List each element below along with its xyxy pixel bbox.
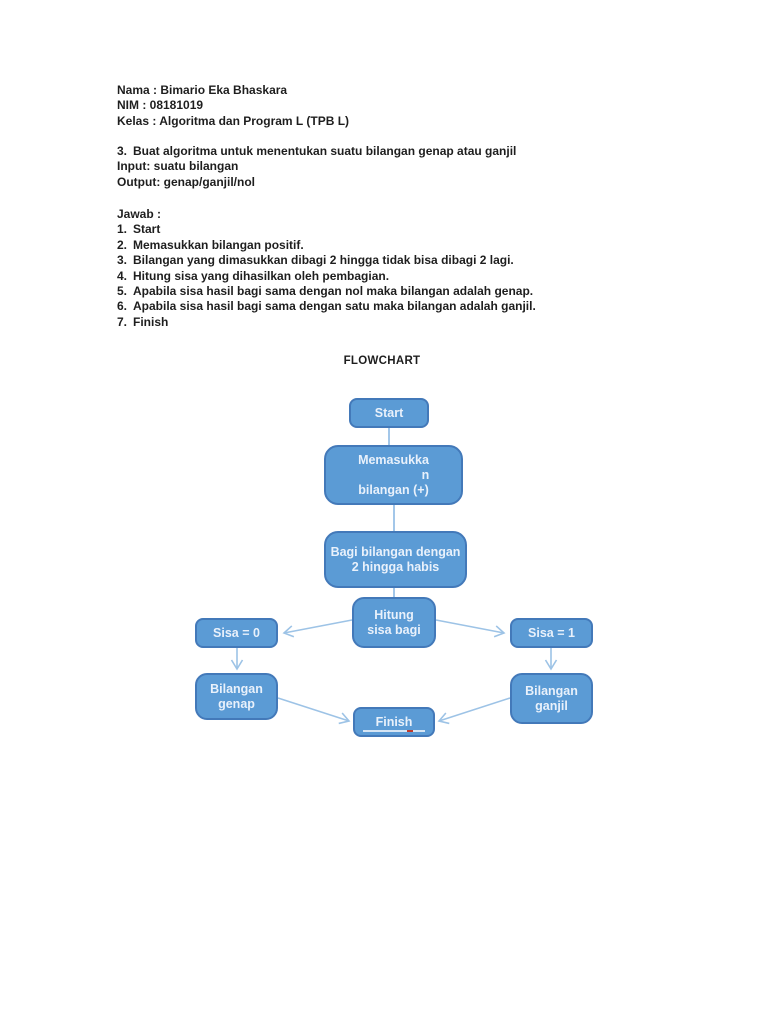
node-label-line: sisa bagi: [367, 622, 421, 637]
problem-number: 3.: [117, 144, 128, 158]
answer-item: 4. Hitung sisa yang dihasilkan oleh pemb…: [117, 269, 536, 284]
answer-item-number: 7.: [117, 314, 128, 329]
node-label-line: ganjil: [535, 698, 568, 713]
student-class-line: Kelas : Algoritma dan Program L (TPB L): [117, 113, 350, 128]
flowchart-node-genap: Bilangan genap: [195, 673, 278, 720]
problem-output-line: Output: genap/ganjil/nol: [117, 174, 255, 189]
answer-item-text: Hitung sisa yang dihasilkan oleh pembagi…: [133, 268, 390, 283]
arrow-remainder-to-sisa1: [435, 619, 506, 638]
flowchart-node-input: Memasukka n bilangan (+): [324, 445, 463, 505]
answer-label: Jawab :: [117, 207, 162, 221]
flowchart-node-sisa1: Sisa = 1: [510, 618, 593, 648]
answer-item-number: 1.: [117, 222, 128, 237]
answer-item-number: 4.: [117, 268, 128, 283]
answer-item-text: Start: [133, 222, 161, 237]
flowchart-node-sisa0: Sisa = 0: [195, 618, 278, 648]
flowchart-node-remainder: Hitung sisa bagi: [352, 597, 436, 648]
flowchart-node-start: Start: [349, 398, 429, 428]
student-nim-line: NIM : 08181019: [117, 98, 204, 113]
node-label-line: genap: [218, 696, 255, 711]
answer-item: 1. Start: [117, 222, 536, 237]
answer-item-number: 2.: [117, 237, 128, 252]
answer-item: 6. Apabila sisa hasil bagi sama dengan s…: [117, 299, 536, 314]
answer-item: 7. Finish: [117, 315, 536, 330]
node-label-line: Hitung: [374, 607, 414, 622]
flowchart-node-finish: Finish: [353, 707, 435, 737]
student-name-line: Nama : Bimario Eka Bhaskara: [117, 83, 288, 97]
node-label-line: n: [421, 467, 430, 482]
answer-item-text: Finish: [133, 314, 169, 329]
answer-item-number: 6.: [117, 299, 128, 314]
node-label: Sisa = 0: [213, 625, 260, 640]
arrow-genap-to-finish: [277, 697, 351, 725]
problem-input-line: Input: suatu bilangan: [117, 159, 239, 174]
node-label-line: Bagi bilangan dengan: [330, 544, 461, 559]
problem-title-row: 3. Buat algoritma untuk menentukan suatu…: [117, 144, 516, 159]
finish-underline: [363, 730, 425, 732]
node-label-line: Bilangan: [210, 681, 263, 696]
node-label-line: 2 hingga habis: [351, 559, 440, 574]
problem-title: Buat algoritma untuk menentukan suatu bi…: [133, 144, 517, 158]
answer-item-number: 3.: [117, 253, 128, 268]
arrow-ganjil-to-finish: [437, 697, 511, 725]
answer-item-text: Memasukkan bilangan positif.: [133, 237, 304, 252]
answer-item-text: Apabila sisa hasil bagi sama dengan nol …: [133, 284, 534, 299]
student-info: Nama : Bimario Eka Bhaskara NIM : 081810…: [117, 83, 349, 129]
answer-item: 3. Bilangan yang dimasukkan dibagi 2 hin…: [117, 253, 536, 268]
node-label: Finish: [375, 714, 413, 729]
node-label-line: Memasukka: [358, 452, 429, 467]
flowchart-node-ganjil: Bilangan ganjil: [510, 673, 593, 724]
answer-item-number: 5.: [117, 284, 128, 299]
node-label-line: bilangan (+): [358, 482, 429, 497]
answer-section: Jawab : 1. Start 2. Memasukkan bilangan …: [117, 207, 536, 330]
node-label: Sisa = 1: [528, 625, 575, 640]
answer-item-text: Apabila sisa hasil bagi sama dengan satu…: [133, 299, 536, 314]
arrow-remainder-to-sisa0: [282, 619, 353, 638]
answer-item: 5. Apabila sisa hasil bagi sama dengan n…: [117, 284, 536, 299]
flowchart-node-divide: Bagi bilangan dengan 2 hingga habis: [324, 531, 467, 588]
node-label-line: Bilangan: [525, 683, 578, 698]
flowchart-title: FLOWCHART: [343, 355, 421, 367]
problem-statement: 3. Buat algoritma untuk menentukan suatu…: [117, 144, 516, 190]
node-label: Start: [374, 405, 404, 420]
answer-item: 2. Memasukkan bilangan positif.: [117, 238, 536, 253]
finish-spellcheck-mark: [407, 730, 413, 732]
answer-item-text: Bilangan yang dimasukkan dibagi 2 hingga…: [133, 253, 514, 268]
